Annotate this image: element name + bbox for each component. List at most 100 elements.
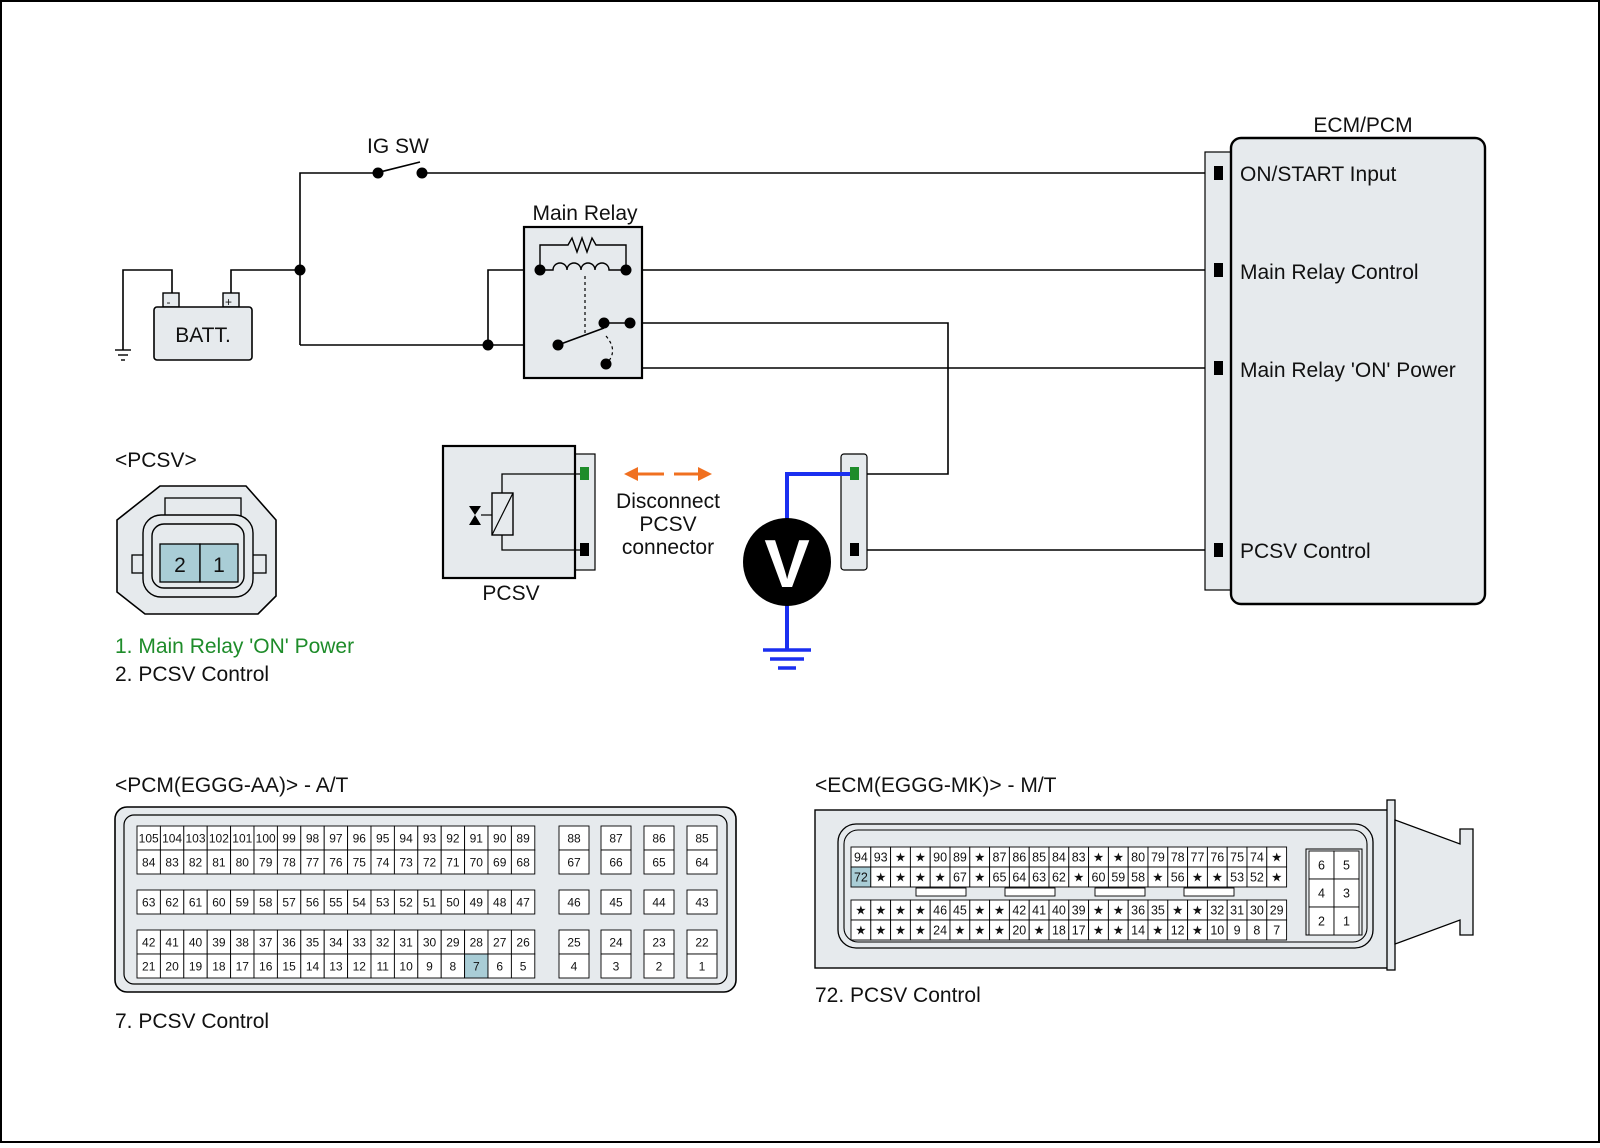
connector-pin-label: 59 (236, 896, 250, 910)
connector-pin-label: 18 (1052, 924, 1066, 938)
ground-icon (115, 349, 131, 361)
connector-pin-label: 33 (353, 936, 367, 950)
connector-pin-label: ★ (1113, 904, 1124, 918)
connector-pin-label: ★ (1033, 924, 1044, 938)
connector-pin-label: 80 (236, 856, 250, 870)
connector-pin-label: 55 (329, 896, 343, 910)
connector-key (915, 887, 967, 897)
connector-pin-label: 87 (993, 851, 1007, 865)
connector-pin-label: 52 (399, 896, 413, 910)
connector-pin-label: ★ (855, 924, 866, 938)
connector-pin-label: 39 (212, 936, 226, 950)
connector-pin-label: ★ (1152, 871, 1163, 885)
connector-pin (600, 889, 632, 915)
connector-pin-label: 86 (652, 832, 666, 846)
connector-pin-label: 8 (450, 960, 457, 974)
connector-pin-label: 5 (1343, 859, 1350, 873)
connector-pin-label: ★ (875, 924, 886, 938)
connector-pin (558, 889, 590, 915)
connector-pin-label: 24 (609, 936, 623, 950)
ecm-pin-main-relay-on-power: Main Relay 'ON' Power (1240, 359, 1456, 382)
connector-pin-label: ★ (1271, 871, 1282, 885)
connector-pin-label: 67 (953, 871, 967, 885)
disconnect-note-line-2: PCSV (639, 513, 696, 536)
connector-pin (686, 953, 718, 979)
connector-pin-label: 20 (1012, 924, 1026, 938)
connector-pin-label: 16 (259, 960, 273, 974)
connector-pin-label: 13 (329, 960, 343, 974)
connector-pin-label: 2 (656, 960, 663, 974)
main-relay-label: Main Relay (532, 202, 638, 225)
connector-pin-label: 45 (953, 904, 967, 918)
connector-pin-label: ★ (974, 851, 985, 865)
pcm-legend: 7. PCSV Control (115, 1010, 269, 1033)
connector-pin-label: 79 (259, 856, 273, 870)
connector-pin-label: 99 (282, 832, 296, 846)
connector-pin-label: ★ (875, 871, 886, 885)
connector-pin-label: 69 (493, 856, 507, 870)
connector-pin-label: 29 (446, 936, 460, 950)
connector-pin-label: 46 (567, 896, 581, 910)
connector-pin-label: ★ (915, 904, 926, 918)
connector-pin-label: 5 (520, 960, 527, 974)
connector-pin-label: 48 (493, 896, 507, 910)
connector-pin-label: 58 (259, 896, 273, 910)
connector-pin-label: 89 (516, 832, 530, 846)
batt-plus-wire (230, 269, 300, 297)
pcsv-connector-title: <PCSV> (115, 449, 197, 472)
connector-pin (1308, 850, 1335, 880)
connector-pin-label: 14 (1131, 924, 1145, 938)
connector-pin-label: 68 (516, 856, 530, 870)
connector-pin-label: 75 (1230, 851, 1244, 865)
connector-pin-label: 45 (609, 896, 623, 910)
connector-pin-label: 91 (470, 832, 484, 846)
connector-pin-label: 36 (1131, 904, 1145, 918)
connector-pin-label: 53 (376, 896, 390, 910)
connector-pin-label: 60 (1092, 871, 1106, 885)
connector-pin-label: 97 (329, 832, 343, 846)
connector-pin-label: ★ (895, 924, 906, 938)
connector-pin-label: 20 (165, 960, 179, 974)
connector-pin-label: 19 (189, 960, 203, 974)
connector-pin-label: ★ (1093, 904, 1104, 918)
connector-pin-label: 59 (1111, 871, 1125, 885)
pcsv-pin-1: 1 (213, 554, 225, 577)
pcsv-connector-view: <PCSV> 2 1 1. Main Relay 'ON' Power 2. P… (115, 449, 354, 686)
ig-sw-label: IG SW (367, 135, 429, 158)
connector-pin-label: 103 (185, 832, 205, 846)
connector-pin-label: 93 (423, 832, 437, 846)
connector-pin-label: 25 (567, 936, 581, 950)
connector-pin-label: 65 (993, 871, 1007, 885)
connector-pin-label: ★ (1073, 871, 1084, 885)
connector-pin-label: 3 (613, 960, 620, 974)
connector-pin-label: 93 (874, 851, 888, 865)
connector-pin-label: 70 (470, 856, 484, 870)
connector-pin-label: 88 (567, 832, 581, 846)
pcsv-legend-pin-2: 2. PCSV Control (115, 663, 269, 686)
connector-pin-label: 15 (282, 960, 296, 974)
connector-pin (686, 929, 718, 955)
battery-label: BATT. (175, 324, 231, 347)
connector-pin-label: ★ (994, 904, 1005, 918)
ig-sw-feed-wire (299, 172, 376, 345)
connector-pin-label: ★ (895, 851, 906, 865)
connector-pin (558, 953, 590, 979)
connector-pin-label: 100 (256, 832, 276, 846)
connector-pin-label: 42 (142, 936, 156, 950)
connector-pin-label: 31 (1230, 904, 1244, 918)
connector-pin-label: 23 (652, 936, 666, 950)
connector-pin-label: 53 (1230, 871, 1244, 885)
connector-pin-label: 28 (470, 936, 484, 950)
connector-pin-label: 30 (423, 936, 437, 950)
connector-pin-label: ★ (1212, 871, 1223, 885)
connector-pin-label: 90 (493, 832, 507, 846)
connector-pin-label: ★ (1113, 924, 1124, 938)
connector-pin-label: 96 (353, 832, 367, 846)
connector-pin-label: 74 (376, 856, 390, 870)
connector-pin (510, 889, 536, 915)
connector-pin-label: 22 (695, 936, 709, 950)
connector-pin-label: 4 (1318, 887, 1325, 901)
